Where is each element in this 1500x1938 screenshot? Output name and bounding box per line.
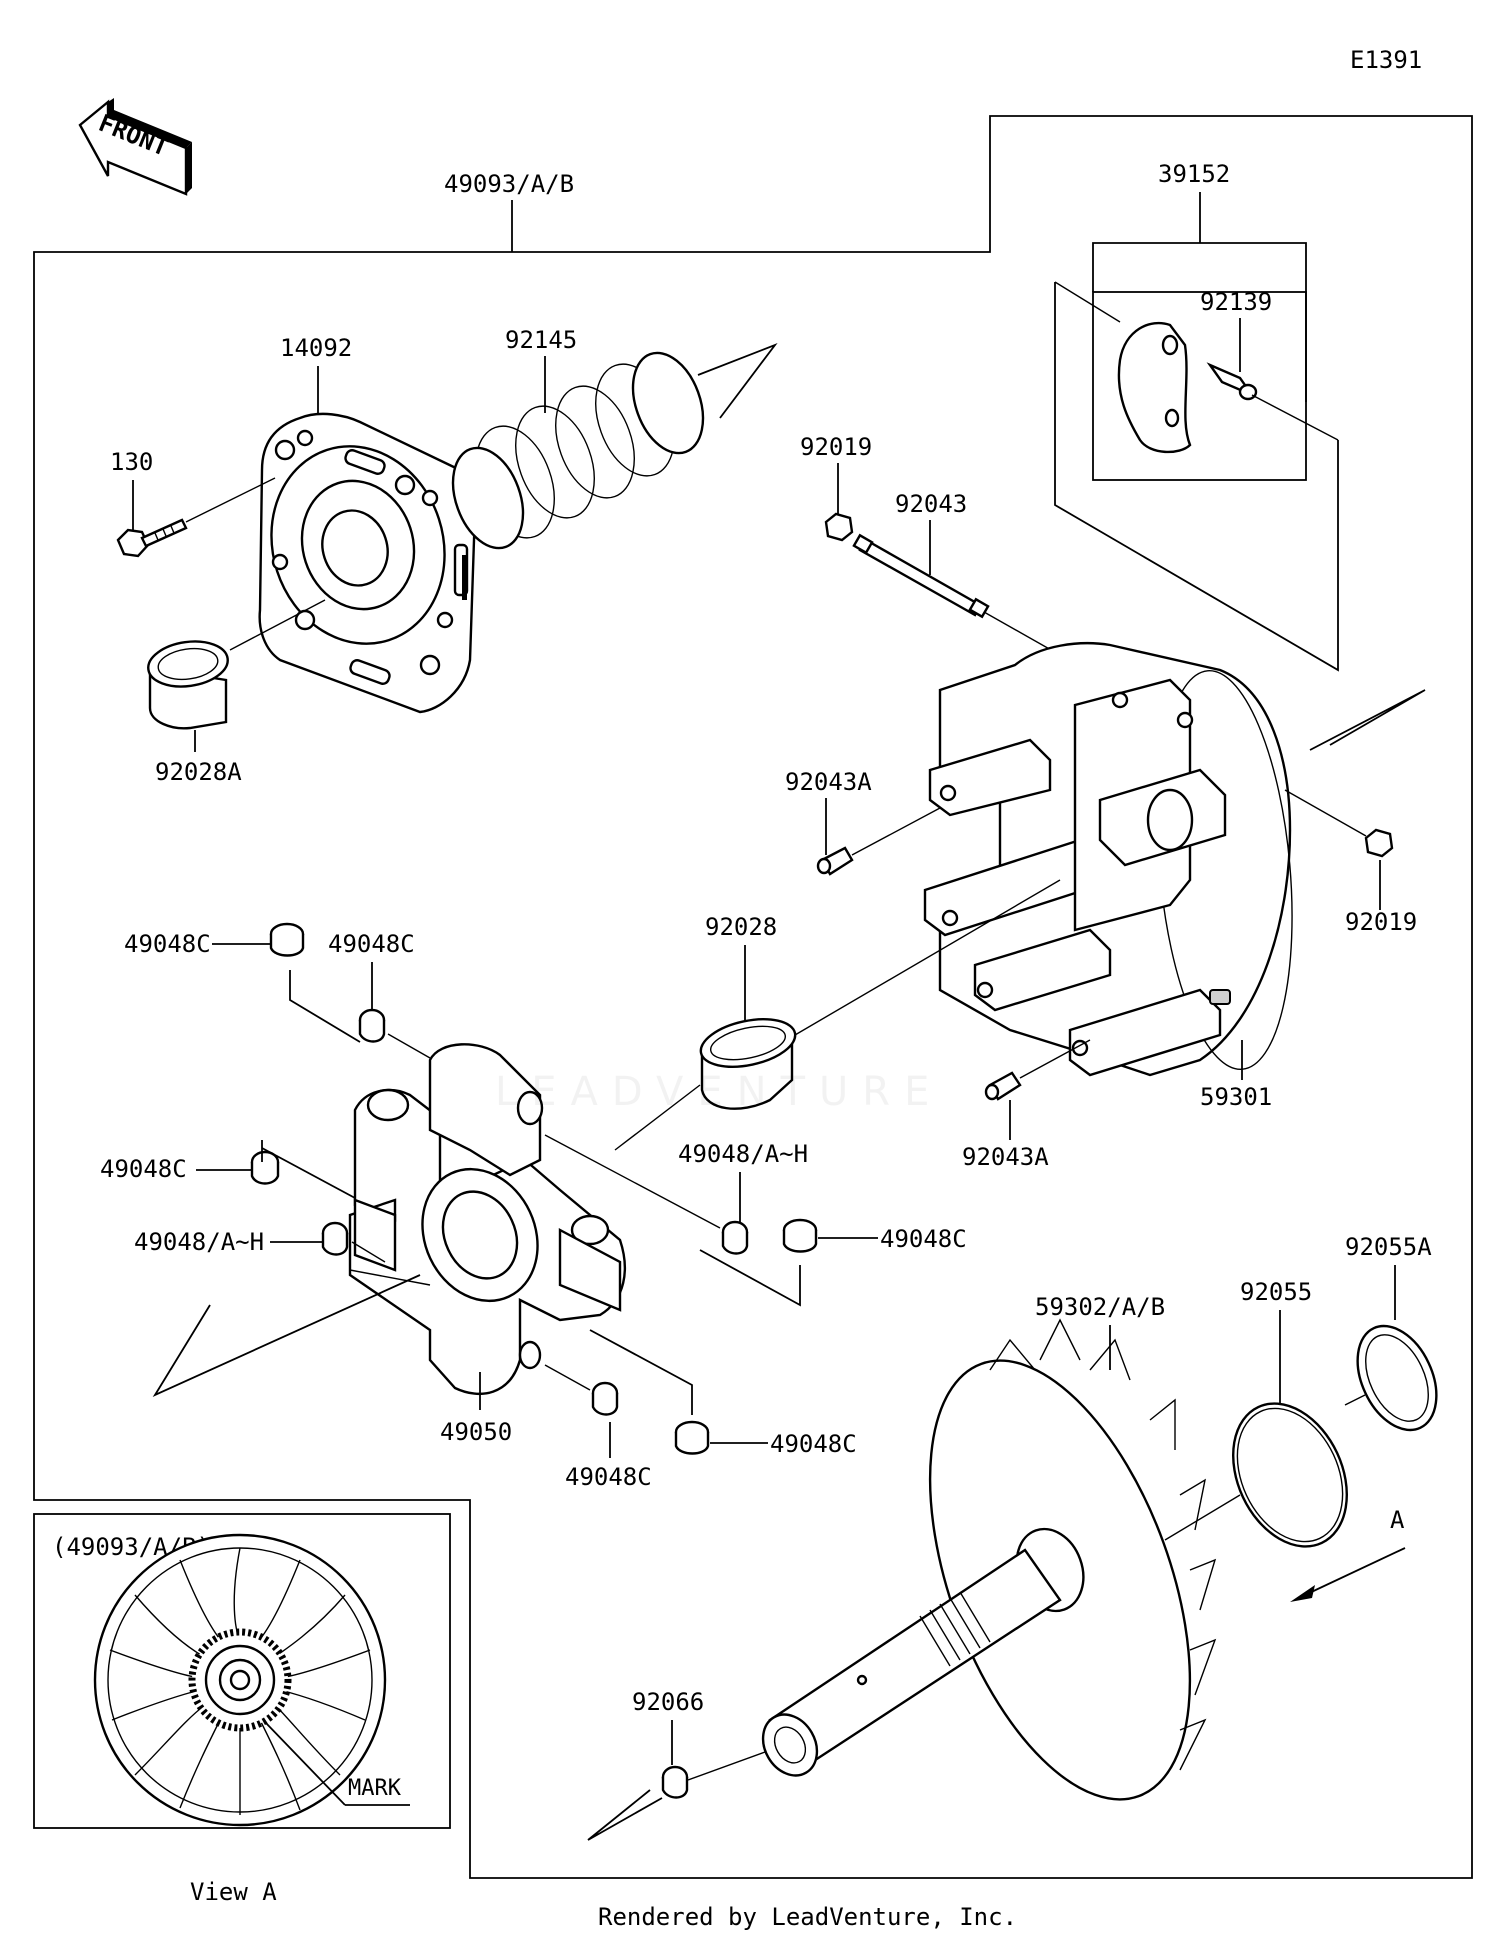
label-92145: 92145 bbox=[505, 326, 577, 354]
roller-49048C-5-part bbox=[591, 1381, 619, 1416]
nut-92019-right-part bbox=[1364, 828, 1394, 858]
label-92055: 92055 bbox=[1240, 1278, 1312, 1306]
roller-49048C-4-part bbox=[250, 1150, 280, 1185]
pin-92043-part bbox=[852, 533, 990, 619]
label-49048C-5: 49048C bbox=[565, 1463, 652, 1491]
label-92066: 92066 bbox=[632, 1688, 704, 1716]
label-49048C-6: 49048C bbox=[770, 1430, 857, 1458]
label-49048C-2: 49048C bbox=[328, 930, 415, 958]
footer-credit: Rendered by LeadVenture, Inc. bbox=[598, 1903, 1017, 1931]
ring-92055A-part bbox=[1356, 1324, 1438, 1432]
ring-92055-part bbox=[1232, 1402, 1348, 1548]
pin-92043A-left-part bbox=[816, 846, 854, 876]
roller-49048AH-right-part bbox=[721, 1220, 749, 1255]
label-92139: 92139 bbox=[1200, 288, 1272, 316]
assembly-outline bbox=[33, 115, 1473, 1879]
watermark: LEADVENTURE bbox=[495, 1069, 943, 1115]
label-39152: 39152 bbox=[1158, 160, 1230, 188]
label-92019-top: 92019 bbox=[800, 433, 872, 461]
label-92055A: 92055A bbox=[1345, 1233, 1432, 1261]
diagram-code: E1391 bbox=[1350, 46, 1422, 74]
bushing-92028A-part bbox=[147, 640, 229, 730]
label-49093: 49093/A/B bbox=[444, 170, 574, 198]
label-49048C-4: 49048C bbox=[100, 1155, 187, 1183]
label-49048AH-right: 49048/A~H bbox=[678, 1140, 808, 1168]
front-arrow-icon: FRONT bbox=[78, 98, 192, 196]
cap-92066-part bbox=[661, 1765, 689, 1799]
sheave-59301-part bbox=[923, 642, 1293, 1077]
label-59301: 59301 bbox=[1200, 1083, 1272, 1111]
spider-49050-part bbox=[348, 1043, 627, 1396]
bushing-92028-part bbox=[699, 1018, 797, 1110]
roller-49048C-3-part bbox=[782, 1218, 818, 1253]
view-a-label: View A bbox=[190, 1878, 277, 1906]
inset-fixed-sheave-view bbox=[93, 1533, 387, 1827]
roller-49048AH-left-part bbox=[321, 1221, 349, 1256]
label-49050: 49050 bbox=[440, 1418, 512, 1446]
label-92043: 92043 bbox=[895, 490, 967, 518]
roller-49048C-1-part bbox=[269, 922, 305, 957]
label-49048C-3: 49048C bbox=[880, 1225, 967, 1253]
bushing-92139-part bbox=[1206, 362, 1258, 401]
fixed-sheave-59302-part bbox=[761, 1318, 1217, 1801]
label-92028A: 92028A bbox=[155, 758, 242, 786]
cover-14092-part bbox=[258, 412, 477, 714]
label-130: 130 bbox=[110, 448, 153, 476]
label-49048AH-left: 49048/A~H bbox=[134, 1228, 264, 1256]
weight-arm-part bbox=[1117, 321, 1192, 454]
label-49048C-1: 49048C bbox=[124, 930, 211, 958]
view-arrow-label: A bbox=[1390, 1506, 1405, 1534]
arrow-a-icon bbox=[1290, 1585, 1315, 1602]
pin-92043A-bottom-part bbox=[984, 1071, 1022, 1101]
bolt-130-part bbox=[116, 518, 188, 558]
label-92019-right: 92019 bbox=[1345, 908, 1417, 936]
nut-92019-top-part bbox=[824, 512, 854, 542]
label-92043A-bottom: 92043A bbox=[962, 1143, 1049, 1171]
label-92043A-left: 92043A bbox=[785, 768, 872, 796]
mark-label: MARK bbox=[348, 1776, 402, 1801]
box-39152 bbox=[1092, 291, 1307, 481]
spring-92145-part bbox=[451, 351, 705, 550]
roller-49048C-6-part bbox=[674, 1420, 710, 1455]
label-92028: 92028 bbox=[705, 913, 777, 941]
label-59302: 59302/A/B bbox=[1035, 1293, 1165, 1321]
label-14092: 14092 bbox=[280, 334, 352, 362]
roller-49048C-2-part bbox=[358, 1008, 386, 1043]
inset-frame bbox=[33, 1513, 451, 1829]
